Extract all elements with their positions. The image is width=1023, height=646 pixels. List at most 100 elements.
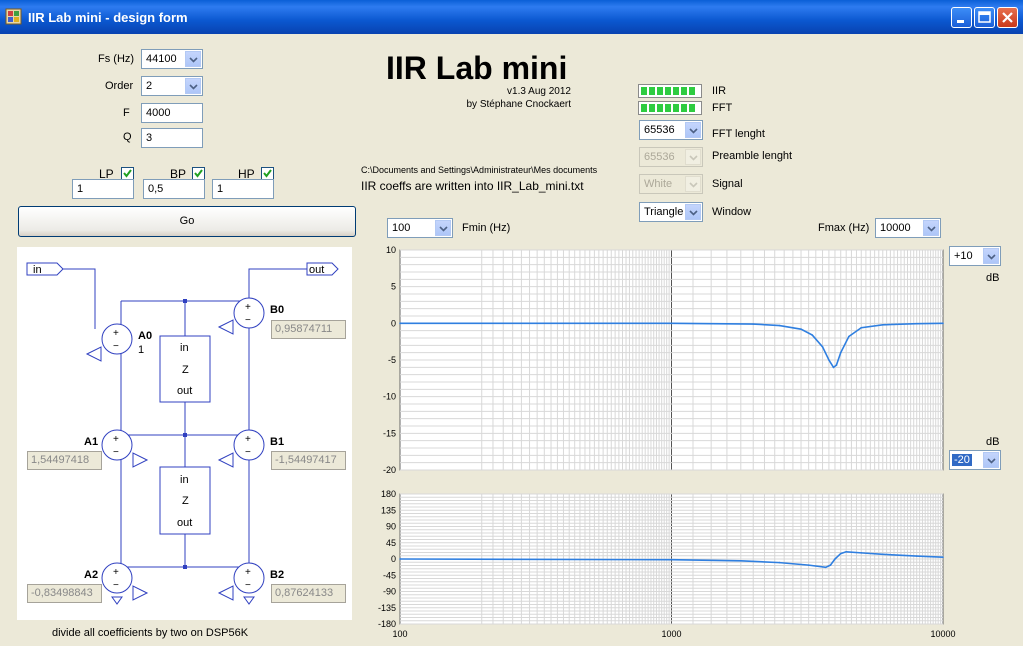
preamble-dropdown-button[interactable] <box>685 149 701 165</box>
path-text: C:\Documents and Settings\Administrateur… <box>361 165 598 175</box>
preamble-select[interactable]: 65536 <box>639 147 703 167</box>
db-bottom-value: -20 <box>952 454 972 466</box>
b0-label: B0 <box>270 304 285 316</box>
fs-dropdown-button[interactable] <box>185 51 201 67</box>
fmax-select[interactable]: 10000 <box>875 218 941 238</box>
fmin-select[interactable]: 100 <box>387 218 453 238</box>
chevron-down-icon <box>689 128 698 134</box>
signal-select[interactable]: White <box>639 174 703 194</box>
dsp-note: divide all coefficients by two on DSP56K <box>52 627 249 639</box>
data-point <box>845 550 847 553</box>
a1-label: A1 <box>84 436 99 448</box>
data-point <box>839 552 842 555</box>
a1-value[interactable]: 1,54497418 <box>27 451 102 470</box>
data-point <box>824 566 827 569</box>
y-tick-label: -5 <box>388 355 396 365</box>
data-point <box>839 351 842 354</box>
svg-text:−: − <box>113 447 119 458</box>
data-point <box>915 555 918 557</box>
fft-length-label: FFT lenght <box>712 128 765 140</box>
data-point <box>860 326 863 329</box>
preamble-value: 65536 <box>644 151 675 163</box>
chevron-down-icon <box>689 182 698 188</box>
data-point <box>821 346 824 348</box>
fft-length-dropdown-button[interactable] <box>685 122 701 138</box>
y-tick-label: 5 <box>391 282 396 292</box>
go-button[interactable]: Go <box>18 206 356 237</box>
version-text: v1.3 Aug 2012 <box>507 86 571 97</box>
schematic-diagram: +− +− +− +− +− +− <box>26 262 339 605</box>
bp-input[interactable]: 0,5 <box>143 179 205 199</box>
order-value: 2 <box>146 80 153 92</box>
a0-label: A0 <box>138 330 153 342</box>
db-top-dropdown-button[interactable] <box>983 248 999 264</box>
schematic-in-label: in <box>33 264 42 276</box>
close-icon <box>1002 12 1013 23</box>
chevron-down-icon <box>189 84 198 90</box>
y-tick-label: 135 <box>381 505 396 515</box>
b2-value[interactable]: 0,87624133 <box>271 584 346 603</box>
svg-text:+: + <box>113 328 119 339</box>
svg-text:+: + <box>245 434 251 445</box>
fmax-value: 10000 <box>880 222 911 234</box>
order-label: Order <box>105 80 134 92</box>
data-point <box>835 364 838 366</box>
data-point <box>778 561 781 564</box>
window-title: IIR Lab mini - design form <box>28 10 188 25</box>
fmin-label: Fmin (Hz) <box>462 222 511 234</box>
window-select[interactable]: Triangle <box>639 202 703 222</box>
fmax-label: Fmax (Hz) <box>818 222 870 234</box>
y-tick-label: -45 <box>383 570 396 580</box>
coeffs-message: IIR coeffs are written into IIR_Lab_mini… <box>361 179 584 193</box>
y-tick-label: -180 <box>378 619 396 629</box>
x-tick-label: 1000 <box>661 629 681 639</box>
data-point <box>588 322 591 325</box>
maximize-button[interactable] <box>974 7 995 28</box>
fmax-dropdown-button[interactable] <box>923 220 939 236</box>
fft-length-select[interactable]: 65536 <box>639 120 703 140</box>
x-tick-label: 100 <box>392 629 407 639</box>
q-label: Q <box>123 131 132 143</box>
minimize-button[interactable] <box>951 7 972 28</box>
author-text: by Stéphane Cnockaert <box>466 99 571 110</box>
chevron-down-icon <box>689 155 698 161</box>
preamble-label: Preamble lenght <box>712 150 793 162</box>
data-point <box>915 322 918 325</box>
b0-value[interactable]: 0,95874711 <box>271 320 346 339</box>
a2-value[interactable]: -0,83498843 <box>27 584 102 603</box>
bp-label: BP <box>170 167 187 181</box>
minimize-icon <box>957 20 964 23</box>
data-point <box>752 323 755 325</box>
f-label: F <box>123 107 130 119</box>
response-line <box>399 550 944 569</box>
signal-value: White <box>644 178 673 190</box>
window-dropdown-button[interactable] <box>685 204 701 220</box>
fs-select[interactable]: 44100 <box>141 49 203 69</box>
bp-checkbox[interactable] <box>192 167 205 180</box>
q-input[interactable]: 3 <box>141 128 203 148</box>
order-select[interactable]: 2 <box>141 76 203 96</box>
iir-label: IIR <box>712 85 727 97</box>
f-input[interactable]: 4000 <box>141 103 203 123</box>
hp-input[interactable]: 1 <box>212 179 274 199</box>
fft-length-value: 65536 <box>644 124 675 136</box>
db-bottom-select[interactable]: -20 <box>949 450 1001 470</box>
fmin-dropdown-button[interactable] <box>435 220 451 236</box>
db-bottom-unit: dB <box>986 436 1000 448</box>
close-button[interactable] <box>997 7 1018 28</box>
b1-value[interactable]: -1,54497417 <box>271 451 346 470</box>
window-label: Window <box>712 206 752 218</box>
db-bottom-dropdown-button[interactable] <box>983 452 999 468</box>
data-point <box>399 322 401 325</box>
signal-dropdown-button[interactable] <box>685 176 701 192</box>
svg-text:+: + <box>245 302 251 313</box>
lp-input[interactable]: 1 <box>72 179 134 199</box>
order-dropdown-button[interactable] <box>185 78 201 94</box>
db-top-value: +10 <box>954 250 973 262</box>
hp-checkbox[interactable] <box>261 167 274 180</box>
db-top-select[interactable]: +10 <box>949 246 1001 266</box>
x-tick-label: 10000 <box>930 629 955 639</box>
b2-label: B2 <box>270 569 285 581</box>
chevron-down-icon <box>189 57 198 63</box>
